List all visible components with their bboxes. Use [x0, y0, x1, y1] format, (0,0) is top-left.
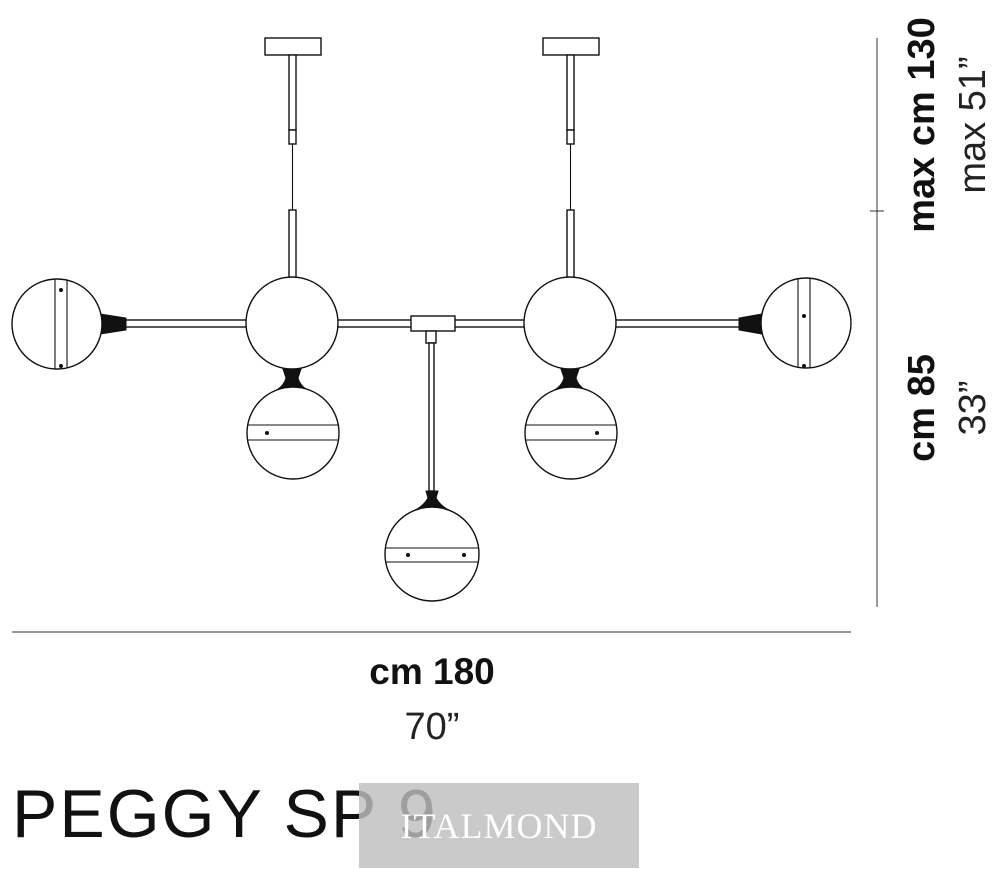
- globe-hanging-right: [524, 368, 618, 480]
- globe-hanging-left: [246, 368, 340, 480]
- horizontal-arm: [124, 315, 741, 492]
- globe-bottom-center: [384, 490, 480, 602]
- end-cups: [99, 313, 763, 335]
- globe-right: [760, 277, 852, 369]
- width-metric-label: cm 180: [369, 651, 495, 692]
- suspension-right: [542, 37, 600, 281]
- max-height-metric-label: max cm 130: [901, 17, 943, 233]
- sphere-left-central: [245, 276, 339, 370]
- suspension-left: [264, 37, 322, 281]
- width-imperial-label: 70”: [405, 706, 460, 748]
- watermark: ITALMOND: [359, 783, 639, 868]
- height-imperial-label: 33”: [952, 381, 994, 436]
- sphere-right-central: [523, 276, 617, 370]
- height-metric-label: cm 85: [901, 354, 943, 462]
- max-height-imperial-label: max 51”: [952, 56, 994, 193]
- globe-left: [11, 278, 103, 370]
